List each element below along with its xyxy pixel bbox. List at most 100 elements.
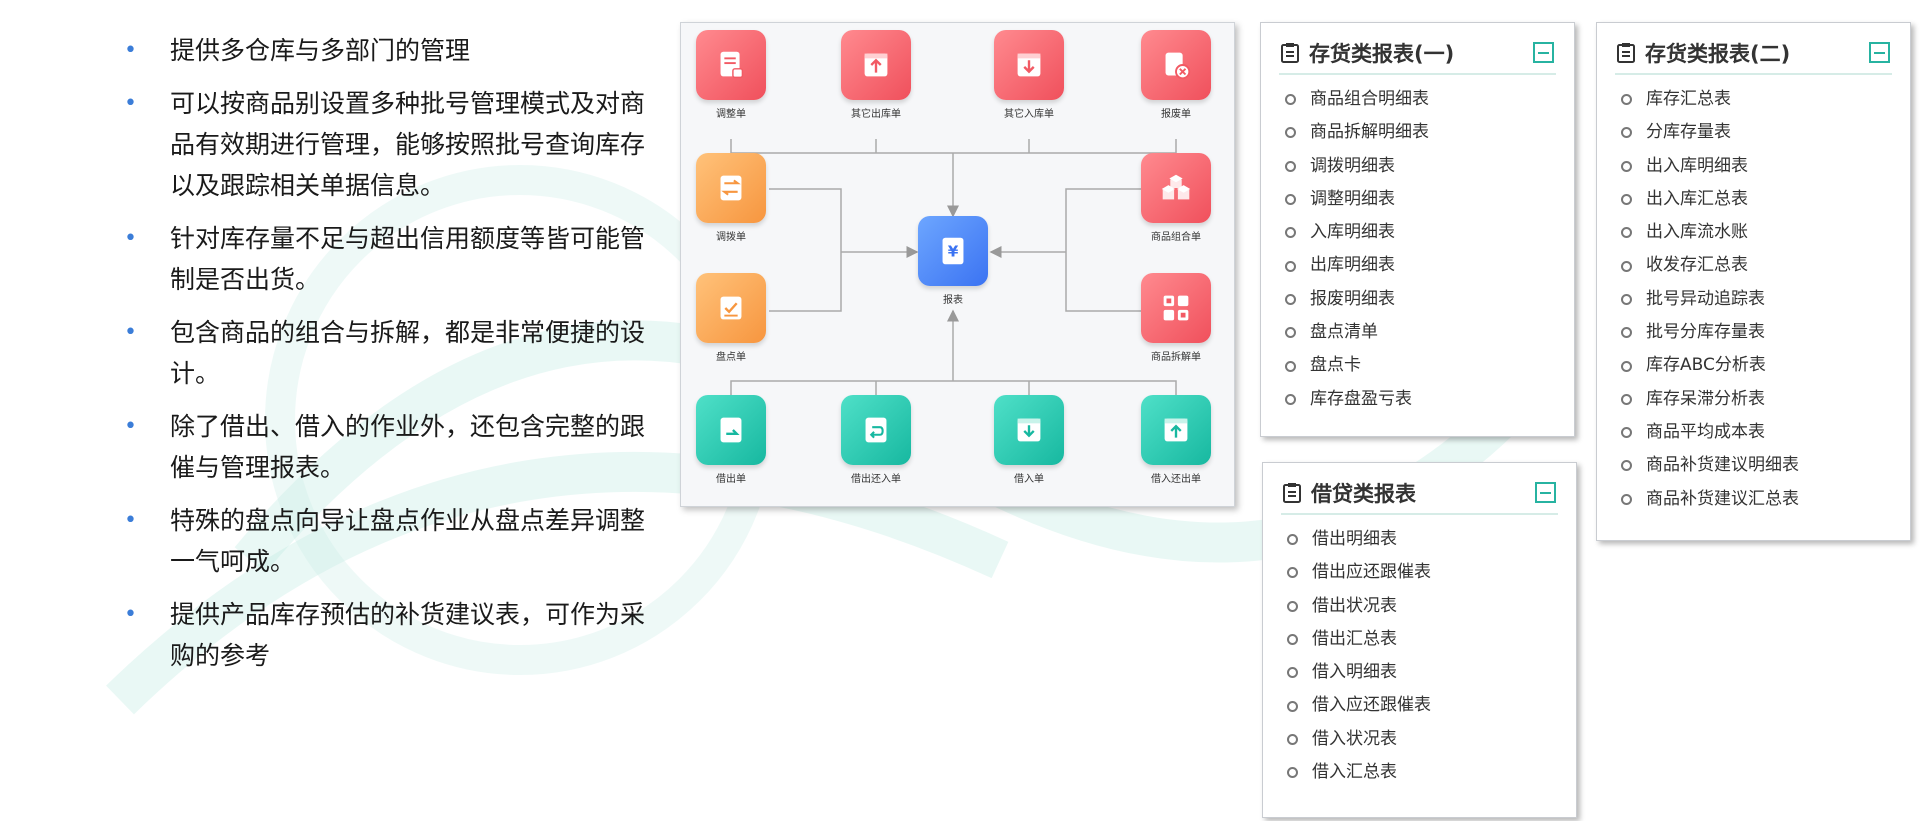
feature-item: •除了借出、借入的作业外，还包含完整的跟催与管理报表。 (120, 406, 660, 488)
report-link[interactable]: 出入库汇总表 (1621, 183, 1910, 216)
report-link[interactable]: 盘点清单 (1285, 316, 1574, 349)
flow-node-borrow-return[interactable]: 借入还出单 (1131, 395, 1221, 485)
report-link[interactable]: 借入应还跟催表 (1287, 689, 1576, 722)
flow-node-disassembly[interactable]: 商品拆解单 (1131, 273, 1221, 363)
report-link[interactable]: 借出明细表 (1287, 523, 1576, 556)
flow-node-stocktake[interactable]: 盘点单 (686, 273, 776, 363)
collapse-button[interactable] (1535, 482, 1556, 503)
circle-bullet-icon (1621, 194, 1632, 206)
report-link-text: 出库明细表 (1310, 255, 1395, 276)
report-link-text: 出入库明细表 (1646, 155, 1748, 176)
report-link[interactable]: 调拨明细表 (1285, 150, 1574, 183)
report-link[interactable]: 借入汇总表 (1287, 756, 1576, 789)
circle-bullet-icon (1621, 493, 1632, 505)
report-link[interactable]: 借出汇总表 (1287, 623, 1576, 656)
report-link[interactable]: 商品拆解明细表 (1285, 116, 1574, 149)
feature-item: •提供产品库存预估的补货建议表，可作为采购的参考 (120, 594, 660, 676)
collapse-button[interactable] (1869, 42, 1890, 63)
flow-node-label: 调拨单 (716, 232, 746, 243)
circle-bullet-icon (1621, 360, 1632, 372)
circle-bullet-icon (1621, 160, 1632, 172)
report-link-text: 借入明细表 (1312, 662, 1397, 683)
yen-report-icon: ¥ (918, 216, 988, 286)
flow-node-report[interactable]: ¥ 报表 (908, 216, 998, 306)
report-link[interactable]: 入库明细表 (1285, 216, 1574, 249)
circle-bullet-icon (1621, 327, 1632, 339)
report-link[interactable]: 库存ABC分析表 (1621, 349, 1910, 382)
feature-item: •针对库存量不足与超出信用额度等皆可能管制是否出货。 (120, 218, 660, 300)
report-link[interactable]: 商品组合明细表 (1285, 83, 1574, 116)
report-link[interactable]: 借出状况表 (1287, 590, 1576, 623)
flow-node-adjust[interactable]: 调整单 (686, 30, 776, 120)
report-link[interactable]: 批号异动追踪表 (1621, 283, 1910, 316)
flow-node-label: 其它入库单 (1004, 109, 1054, 120)
clipboard-icon (1281, 43, 1299, 63)
report-link[interactable]: 借出应还跟催表 (1287, 556, 1576, 589)
report-link-text: 报废明细表 (1310, 288, 1395, 309)
report-link[interactable]: 报废明细表 (1285, 283, 1574, 316)
box-out-icon (841, 30, 911, 100)
report-link[interactable]: 出库明细表 (1285, 249, 1574, 282)
bullet-dot: • (124, 508, 137, 533)
feature-text: 提供产品库存预估的补货建议表，可作为采购的参考 (170, 600, 646, 670)
report-link[interactable]: 盘点卡 (1285, 349, 1574, 382)
flow-node-transfer[interactable]: 调拨单 (686, 153, 776, 243)
report-link-text: 借出应还跟催表 (1312, 562, 1431, 583)
report-link[interactable]: 商品补货建议汇总表 (1621, 483, 1910, 516)
report-link-text: 分库存量表 (1646, 122, 1731, 143)
circle-bullet-icon (1287, 600, 1298, 612)
report-list: 借出明细表 借出应还跟催表 借出状况表 借出汇总表 借入明细表 借入应还跟催表 … (1263, 523, 1576, 789)
collapse-button[interactable] (1533, 42, 1554, 63)
report-link[interactable]: 出入库明细表 (1621, 150, 1910, 183)
feature-text: 可以按商品别设置多种批号管理模式及对商品有效期进行管理，能够按照批号查询库存以及… (170, 89, 646, 200)
report-link-text: 出入库流水账 (1646, 222, 1748, 243)
feature-text: 特殊的盘点向导让盘点作业从盘点差异调整一气呵成。 (170, 506, 646, 576)
report-link-text: 借出明细表 (1312, 529, 1397, 549)
report-link[interactable]: 库存汇总表 (1621, 83, 1910, 116)
report-link-text: 库存ABC分析表 (1646, 355, 1766, 376)
report-link-text: 调拨明细表 (1310, 155, 1395, 176)
flow-node-other-out[interactable]: 其它出库单 (831, 30, 921, 120)
report-link[interactable]: 调整明细表 (1285, 183, 1574, 216)
circle-bullet-icon (1287, 567, 1298, 579)
circle-bullet-icon (1621, 227, 1632, 239)
feature-list: •提供多仓库与多部门的管理 •可以按商品别设置多种批号管理模式及对商品有效期进行… (120, 30, 660, 688)
bullet-dot: • (124, 91, 137, 116)
report-link[interactable]: 库存盘盈亏表 (1285, 383, 1574, 416)
circle-bullet-icon (1285, 393, 1296, 405)
flow-node-assembly[interactable]: 商品组合单 (1131, 153, 1221, 243)
report-link[interactable]: 出入库流水账 (1621, 216, 1910, 249)
flow-node-other-in[interactable]: 其它入库单 (984, 30, 1074, 120)
bullet-dot: • (124, 38, 137, 63)
report-link[interactable]: 借入状况表 (1287, 723, 1576, 756)
flow-node-borrow-in[interactable]: 借入单 (984, 395, 1074, 485)
flow-node-lend-return[interactable]: 借出还入单 (831, 395, 921, 485)
report-link[interactable]: 借入明细表 (1287, 656, 1576, 689)
report-link[interactable]: 批号分库存量表 (1621, 316, 1910, 349)
circle-bullet-icon (1285, 360, 1296, 372)
report-link-text: 盘点清单 (1310, 322, 1378, 343)
adjust-doc-icon (696, 30, 766, 100)
circle-bullet-icon (1285, 160, 1296, 172)
bullet-dot: • (124, 414, 137, 439)
panel-title: 借贷类报表 (1311, 482, 1416, 506)
report-link-text: 收发存汇总表 (1646, 255, 1748, 276)
flow-node-lend-out[interactable]: 借出单 (686, 395, 776, 485)
report-link-text: 库存盘盈亏表 (1310, 388, 1412, 409)
circle-bullet-icon (1285, 260, 1296, 272)
report-link[interactable]: 商品补货建议明细表 (1621, 449, 1910, 482)
circle-bullet-icon (1285, 227, 1296, 239)
scrap-icon (1141, 30, 1211, 100)
flow-node-scrap[interactable]: 报废单 (1131, 30, 1221, 120)
report-link[interactable]: 收发存汇总表 (1621, 249, 1910, 282)
circle-bullet-icon (1287, 534, 1298, 546)
report-link[interactable]: 库存呆滞分析表 (1621, 383, 1910, 416)
circle-bullet-icon (1285, 194, 1296, 206)
report-link[interactable]: 商品平均成本表 (1621, 416, 1910, 449)
circle-bullet-icon (1621, 393, 1632, 405)
report-list: 库存汇总表 分库存量表 出入库明细表 出入库汇总表 出入库流水账 收发存汇总表 … (1597, 83, 1910, 516)
report-link[interactable]: 分库存量表 (1621, 116, 1910, 149)
flow-node-label: 借出还入单 (851, 474, 901, 485)
circle-bullet-icon (1287, 733, 1298, 745)
report-link-text: 借入汇总表 (1312, 762, 1397, 783)
